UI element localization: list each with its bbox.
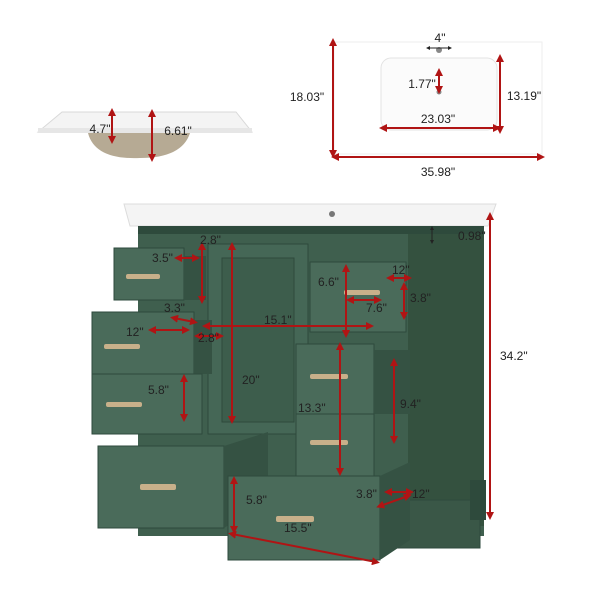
drawer-pull-icon <box>126 274 160 279</box>
left-top-gap-label: 2.8" <box>200 233 221 247</box>
right-top-drawer-side-label: 3.8" <box>410 291 431 305</box>
left-mid-drawer-height-label: 3.3" <box>164 301 185 315</box>
left-mid-drawer <box>91 311 195 375</box>
left-top-drawer-height-label: 3.5" <box>152 251 173 265</box>
sink-side-view: 4.7" 6.61" <box>36 108 254 162</box>
sink-top-view: 4" 18.03" 13.19" 1.77" 23.03" 35.98" <box>290 31 545 179</box>
bowl-width-label: 23.03" <box>421 112 455 126</box>
door-height-label: 20" <box>242 373 260 387</box>
right-top-drawer-depth-label: 12" <box>392 263 410 277</box>
vanity-cabinet <box>91 203 497 561</box>
door-width-label: 15.1" <box>264 313 292 327</box>
right-mid-drawer-height-label: 13.3" <box>298 401 326 415</box>
sink-total-width-label: 35.98" <box>421 165 455 179</box>
cabinet-dimensions <box>148 212 494 566</box>
bottom-drawer-height-label: 5.8" <box>246 493 267 507</box>
left-drawer-inner-height-label: 5.8" <box>148 383 169 397</box>
right-top-drawer-width-label: 7.6" <box>366 301 387 315</box>
sink-basin-depth-label: 4.7" <box>90 122 111 136</box>
bottom-drawer-side-label: 3.8" <box>356 487 377 501</box>
faucet-spacing-label: 4" <box>435 31 446 45</box>
left-drawer-depth-label: 12" <box>126 325 144 339</box>
sink-top-height-label: 6.61" <box>164 124 192 138</box>
bottom-drawer-depth-label: 12" <box>412 487 430 501</box>
countertop <box>123 203 497 227</box>
sink-depth-label: 18.03" <box>290 90 324 104</box>
hole-offset-label: 1.77" <box>408 77 436 91</box>
right-mid-drawer-inner-label: 9.4" <box>400 397 421 411</box>
bowl-depth-label: 13.19" <box>507 89 541 103</box>
left-mid-gap-label: 2.8" <box>198 331 219 345</box>
top-thickness-label: 0.98" <box>458 229 486 243</box>
total-height-label: 34.2" <box>500 349 528 363</box>
cabinet-dimension-labels: 0.98" 34.2" 3.5" 2.8" 3.3" 12" 2.8" 5.8"… <box>126 229 528 535</box>
right-top-drawer-height-label: 6.6" <box>318 275 339 289</box>
bottom-drawer-width-label: 15.5" <box>284 521 312 535</box>
